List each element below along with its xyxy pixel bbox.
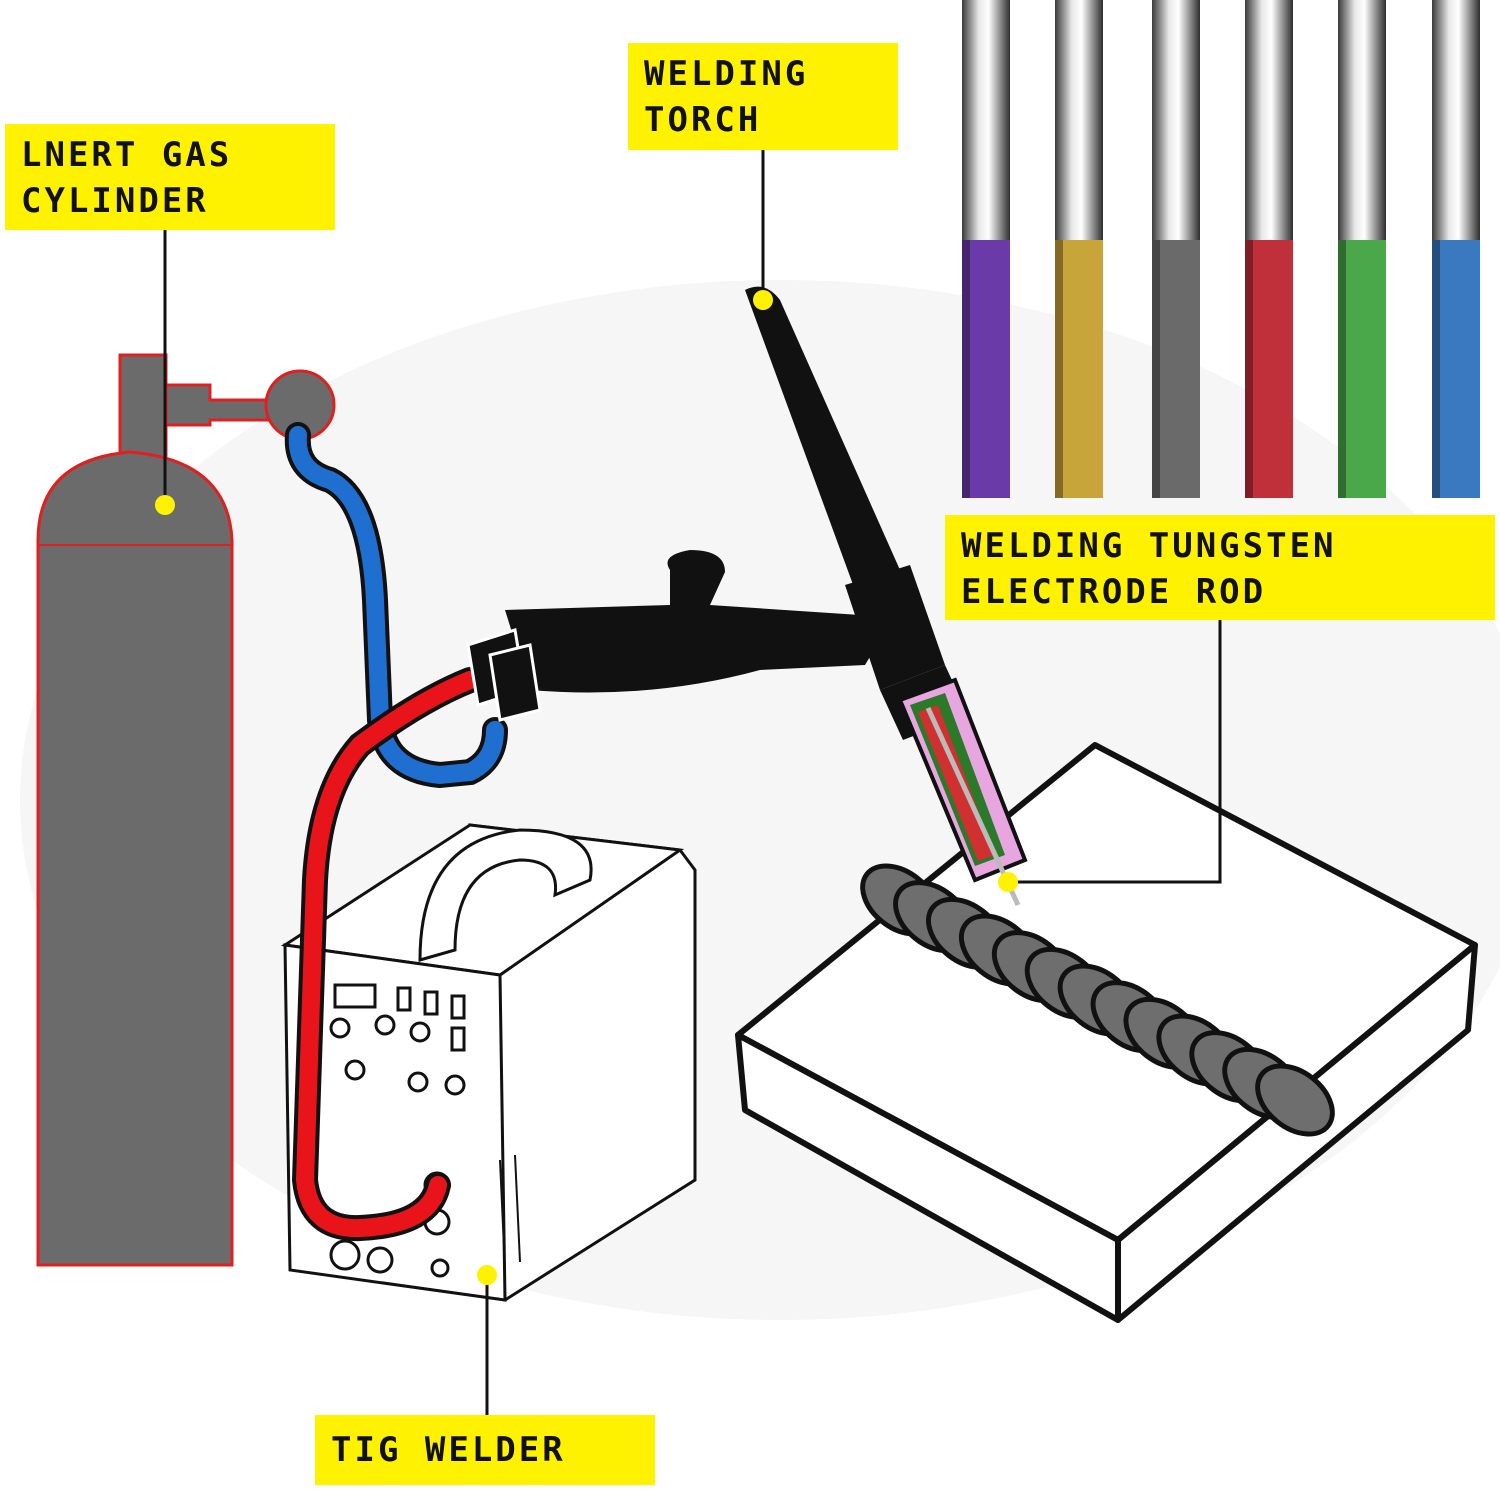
torch-hose-connector xyxy=(488,643,542,722)
welder-display-icon xyxy=(333,983,377,1009)
weld-bead xyxy=(860,863,1335,1137)
rod-silver-section xyxy=(1338,0,1386,240)
welder-switch-icon xyxy=(450,994,466,1020)
welder-knob-icon xyxy=(344,1059,366,1081)
marker-dots xyxy=(155,290,1018,1285)
welder-knob-icon xyxy=(444,1074,466,1096)
gray-rod-icon xyxy=(1152,0,1200,498)
welder-knob-icon xyxy=(407,1071,429,1093)
gas-hose xyxy=(288,426,504,785)
red-rod-icon xyxy=(1245,0,1293,498)
label-tig-welder-line1: TIG welder xyxy=(331,1430,566,1470)
rod-shade xyxy=(1432,240,1440,498)
welder-knob-icon xyxy=(374,1014,396,1036)
rod-color-band xyxy=(1152,240,1200,498)
rod-silver-section xyxy=(1055,0,1103,240)
label-welding-torch: Welding torch xyxy=(628,43,898,150)
blue-rod-icon xyxy=(1432,0,1480,498)
rod-color-band xyxy=(1245,240,1293,498)
rod-shade xyxy=(1338,240,1346,498)
welder-switch-icon xyxy=(423,990,439,1016)
tig-welder-machine xyxy=(280,823,697,1302)
label-welding-torch-line1: Welding xyxy=(644,54,809,94)
rod-color-band xyxy=(1338,240,1386,498)
tungsten-electrode xyxy=(925,706,1021,907)
leader-line-electrode xyxy=(1010,618,1222,884)
label-gas-cylinder: Lnert gas cylinder xyxy=(5,124,335,230)
rod-shade xyxy=(1055,240,1063,498)
label-tungsten-electrode: Welding tungsten electrode rod xyxy=(945,515,1495,620)
rod-shade xyxy=(962,240,970,498)
label-gas-cylinder-line2: cylinder xyxy=(21,181,209,221)
purple-rod-icon xyxy=(962,0,1010,498)
torch-back-cap xyxy=(745,286,900,590)
welding-torch xyxy=(466,286,1028,907)
welder-vent-icon xyxy=(499,1154,521,1271)
cylinder-regulator-pipe xyxy=(164,383,272,427)
rod-silver-section xyxy=(1245,0,1293,240)
gold-rod-icon xyxy=(1055,0,1103,498)
rod-silver-section xyxy=(1432,0,1480,240)
welder-switch-icon xyxy=(450,1026,466,1052)
marker-dot-gas-cylinder xyxy=(155,495,175,515)
label-tig-welder: TIG welder xyxy=(315,1415,655,1485)
rod-color-band xyxy=(1055,240,1103,498)
torch-collet-inner xyxy=(918,705,995,861)
power-cable xyxy=(295,671,479,1238)
rod-shade xyxy=(1152,240,1160,498)
cylinder-body xyxy=(36,450,234,1267)
torch-head xyxy=(845,565,945,690)
rod-silver-section xyxy=(1152,0,1200,240)
welder-knob-icon xyxy=(329,1017,351,1039)
marker-dot-torch xyxy=(753,290,773,310)
weld-bead-segment xyxy=(1255,1063,1335,1137)
welder-connector-icon xyxy=(329,1239,361,1271)
label-gas-cylinder-line1: Lnert gas xyxy=(21,135,233,175)
green-rod-icon xyxy=(1338,0,1386,498)
marker-dot-welder xyxy=(477,1265,497,1285)
rod-shade xyxy=(1245,240,1253,498)
torch-handle xyxy=(505,550,880,693)
label-tungsten-electrode-line1: Welding tungsten xyxy=(961,526,1337,566)
rod-silver-section xyxy=(962,0,1010,240)
welder-switch-icon xyxy=(396,986,412,1012)
welder-knob-icon xyxy=(409,1021,431,1043)
rod-color-band xyxy=(962,240,1010,498)
leader-lines xyxy=(163,148,1222,1418)
welder-connector-icon xyxy=(366,1246,394,1274)
label-welding-torch-line2: torch xyxy=(644,100,762,140)
cylinder-valve xyxy=(118,353,168,467)
welder-connector-icon xyxy=(430,1258,450,1278)
marker-dot-electrode xyxy=(998,872,1018,892)
label-tungsten-electrode-line2: electrode rod xyxy=(961,572,1267,612)
welder-handle xyxy=(418,828,593,962)
electrode-rods xyxy=(962,0,1480,498)
rod-color-band xyxy=(1432,240,1480,498)
gas-cylinder xyxy=(36,353,336,1267)
